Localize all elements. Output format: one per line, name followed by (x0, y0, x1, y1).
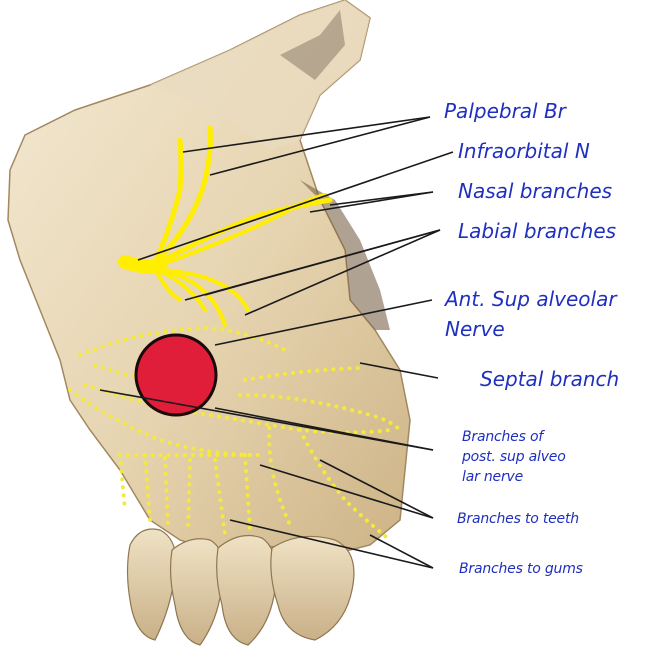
tooth (171, 539, 224, 645)
tooth (271, 536, 354, 640)
label-psa-line2: post. sup alveo (462, 450, 566, 465)
teeth (128, 529, 354, 645)
label-palpebral: Palpebral Br (444, 100, 566, 122)
label-infraorbital: Infraorbital N (458, 140, 590, 162)
label-psa-line1: Branches of (462, 430, 543, 445)
label-nasal: Nasal branches (458, 180, 612, 202)
label-teeth: Branches to teeth (457, 512, 579, 527)
label-gums: Branches to gums (459, 562, 583, 577)
tooth (217, 536, 276, 645)
label-labial: Labial branches (458, 220, 616, 242)
label-asa-line2: Nerve (445, 318, 505, 340)
label-septal: Septal branch (480, 368, 619, 390)
tooth (128, 529, 177, 640)
label-asa-line1: Ant. Sup alveolar (445, 288, 617, 310)
leader-gums-2 (370, 535, 433, 568)
label-psa-line3: lar nerve (462, 470, 523, 485)
